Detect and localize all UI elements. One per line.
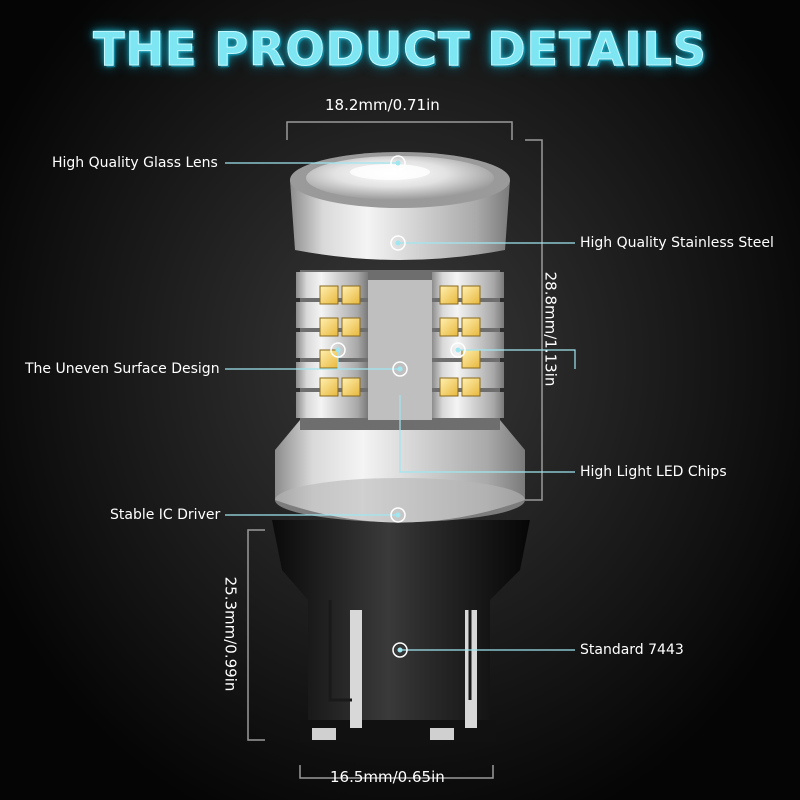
callout-lines: [225, 162, 576, 651]
dimension-lines: [247, 121, 543, 779]
plastic-base: [272, 520, 530, 742]
callout-led-chips: High Light LED Chips: [580, 464, 727, 480]
callout-glass-lens: High Quality Glass Lens: [52, 155, 218, 171]
callout-standard: Standard 7443: [580, 642, 684, 658]
led-chips: [319, 285, 481, 397]
page-title: THE PRODUCT DETAILS: [93, 22, 707, 77]
top-cap: [290, 152, 510, 260]
dimension-upper-height: 28.8mm/1.13in: [541, 271, 560, 387]
callout-stainless-steel: High Quality Stainless Steel: [580, 235, 774, 251]
callout-ic-driver: Stable IC Driver: [110, 507, 221, 523]
callout-uneven-surface: The Uneven Surface Design: [25, 361, 220, 377]
dimension-lower-height: 25.3mm/0.99in: [221, 576, 240, 692]
callout-markers: [330, 155, 466, 658]
dimension-bottom-width: 16.5mm/0.65in: [330, 768, 445, 786]
heat-sink: [296, 270, 504, 430]
dimension-top-width: 18.2mm/0.71in: [325, 96, 440, 114]
